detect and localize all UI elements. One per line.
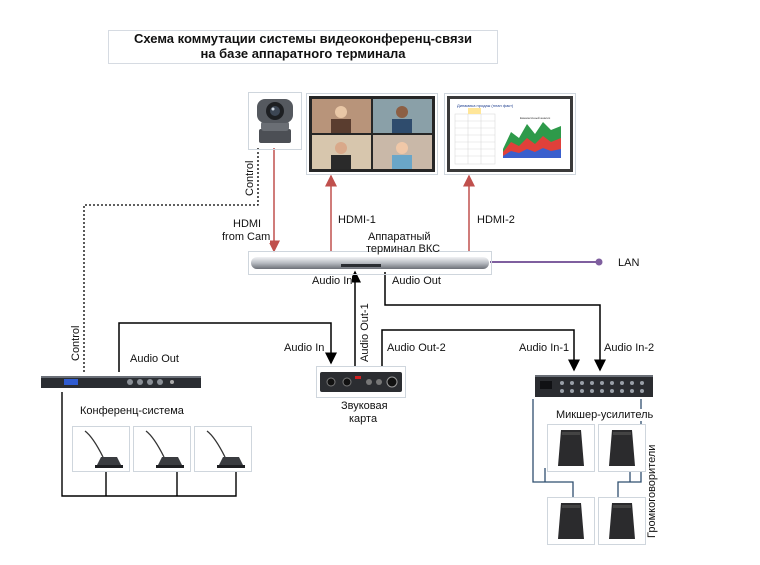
control-label-left: Control <box>70 325 82 361</box>
speaker-1 <box>547 424 595 472</box>
conference-system-unit <box>40 372 202 392</box>
mic-bus-line <box>61 392 237 497</box>
terminal-label-2: терминал ВКС <box>366 243 441 255</box>
terminal-label-1: Аппаратный <box>368 231 431 243</box>
terminal-to-mixer-line <box>384 272 606 372</box>
speaker-wire-left <box>532 399 574 497</box>
card-audio-out2-label: Audio Out-2 <box>387 342 446 354</box>
ptz-camera <box>248 92 302 150</box>
mixer-label: Микшер-усилитель <box>556 409 654 421</box>
screen2-chart-title: Ежемесячный анализ <box>520 116 551 120</box>
sound-card-label-2: карта <box>349 413 378 425</box>
conf-to-card-line <box>118 322 337 372</box>
terminal-audio-out-label: Audio Out <box>392 275 441 287</box>
hdmi1-label: HDMI-1 <box>338 214 376 226</box>
title-line1: Схема коммутации системы видеоконференц-… <box>134 31 472 46</box>
display-presentation: Динамика продаж (план факт) Ежемесячный … <box>444 93 576 175</box>
screen2-title: Динамика продаж (план факт) <box>457 103 514 108</box>
mixer-audio-in1-label: Audio In-1 <box>519 342 570 354</box>
speaker-2 <box>598 424 646 472</box>
hdmi2-label: HDMI-2 <box>477 214 515 226</box>
speaker-4 <box>598 497 646 545</box>
delegate-microphone-3 <box>194 426 252 472</box>
mixer-audio-in2-label: Audio In-2 <box>604 342 655 354</box>
terminal-audio-in-label: Audio In <box>312 275 353 287</box>
delegate-microphone-2 <box>133 426 191 472</box>
sound-card-label-1: Звуковая <box>341 400 388 412</box>
card-to-mixer-line <box>381 329 580 372</box>
control-cable-line <box>83 148 259 372</box>
sound-card <box>316 366 406 398</box>
delegate-microphone-1 <box>72 426 130 472</box>
speakers-label: Громкоговорители <box>646 444 658 538</box>
hdmi-from-cam-label-2: from Cam <box>222 231 271 243</box>
lan-port-dot <box>595 258 603 266</box>
hdmi-from-cam-label-1: HDMI <box>233 218 262 230</box>
diagram-title: Схема коммутации системы видеоконференц-… <box>108 30 498 64</box>
mixer-amplifier <box>534 372 654 400</box>
speaker-3 <box>547 497 595 545</box>
card-audio-out1-label: Audio Out-1 <box>359 303 371 362</box>
vc-terminal <box>248 251 492 275</box>
conference-system-label: Конференц-система <box>80 405 184 417</box>
lan-label: LAN <box>618 257 640 269</box>
conf-audio-out-label: Audio Out <box>130 353 179 365</box>
display-videoconference <box>306 93 438 175</box>
card-audio-in-label: Audio In <box>284 342 325 354</box>
title-line2: на базе аппаратного терминала <box>200 46 406 61</box>
control-label-top: Control <box>244 160 256 196</box>
